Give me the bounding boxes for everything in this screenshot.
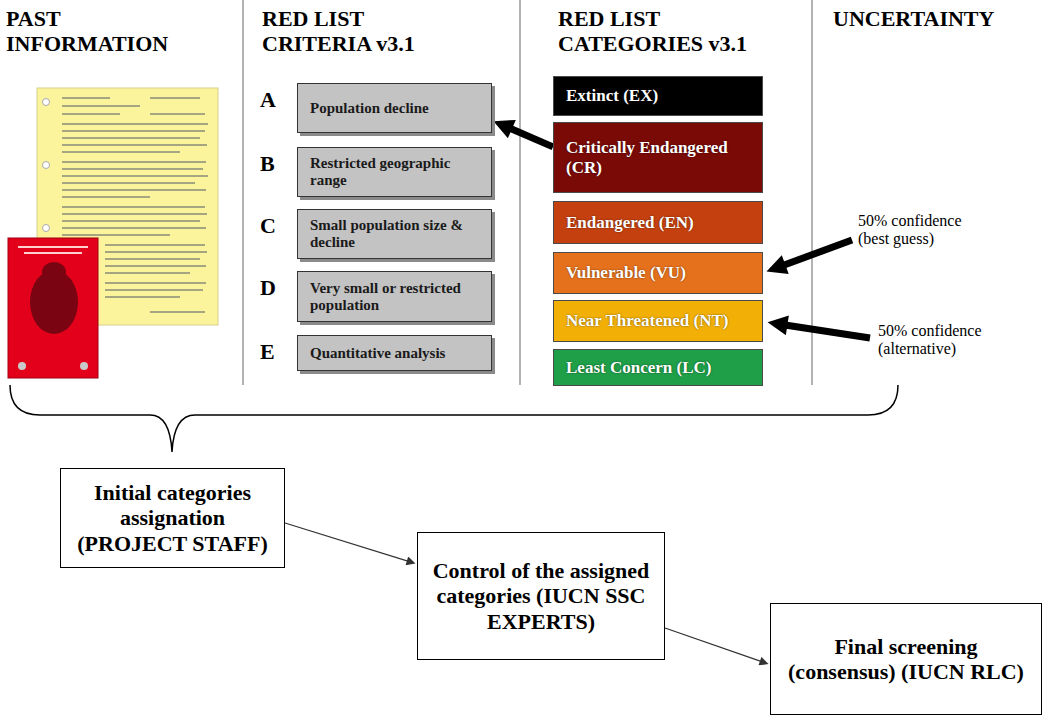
process-box: Control of the assigned categories (IUCN… [417, 532, 665, 660]
criterion-letter: E [260, 340, 275, 365]
node-text: Restricted geographic range [310, 155, 481, 189]
node-text: Population decline [310, 100, 481, 117]
node-text: Extinct (EX) [566, 86, 750, 106]
connector-arrow [665, 628, 762, 662]
category-box: Least Concern (LC) [553, 349, 763, 386]
node-text: Control of the assigned categories (IUCN… [428, 558, 654, 634]
column-separator [243, 0, 244, 385]
criterion-box: CSmall population size & decline [297, 209, 492, 259]
punch-hole [43, 162, 50, 169]
uncertainty-note: 50% confidence (best guess) [858, 212, 988, 249]
criterion-box: DVery small or restricted population [297, 271, 492, 322]
connector-arrow [508, 127, 553, 146]
node-text: Initial categories assignation (PROJECT … [71, 480, 274, 556]
node-text: Near Threatened (NT) [566, 311, 750, 331]
column-heading: RED LIST CATEGORIES v3.1 [558, 6, 773, 57]
criterion-letter: D [260, 276, 276, 301]
column-heading: PAST INFORMATION [6, 6, 206, 57]
process-box: Initial categories assignation (PROJECT … [60, 468, 285, 568]
book-cover-figure [42, 262, 66, 282]
book-cover-dot [18, 362, 26, 370]
column-heading: RED LIST CRITERIA v3.1 [262, 6, 447, 57]
criterion-letter: B [260, 152, 275, 177]
node-text: Quantitative analysis [310, 345, 481, 362]
punch-hole [43, 225, 50, 232]
book-cover-dot [80, 362, 88, 370]
leader-arrow [783, 325, 870, 338]
node-text: Least Concern (LC) [566, 358, 750, 378]
node-text: Final screening (consensus) (IUCN RLC) [781, 634, 1031, 685]
criterion-letter: A [260, 88, 276, 113]
criterion-letter: C [260, 214, 276, 239]
node-text: Vulnerable (VU) [566, 263, 750, 283]
leader-arrow [782, 240, 853, 266]
curly-brace [10, 385, 898, 452]
category-box: Extinct (EX) [553, 76, 763, 116]
punch-hole [43, 99, 50, 106]
red-data-book [8, 238, 98, 378]
category-box: Critically Endangered (CR) [553, 122, 763, 193]
process-box: Final screening (consensus) (IUCN RLC) [770, 603, 1042, 715]
node-text: Endangered (EN) [566, 213, 750, 233]
criterion-box: BRestricted geographic range [297, 147, 492, 197]
book-title-lines [18, 247, 88, 253]
criterion-box: EQuantitative analysis [297, 335, 492, 371]
category-box: Vulnerable (VU) [553, 252, 763, 294]
category-box: Near Threatened (NT) [553, 300, 763, 342]
uncertainty-note: 50% confidence (alternative) [878, 322, 1013, 359]
category-box: Endangered (EN) [553, 201, 763, 244]
column-heading: UNCERTAINTY [833, 6, 1038, 31]
connector-arrow [285, 523, 409, 561]
column-separator [520, 0, 521, 385]
node-text: Very small or restricted population [310, 280, 481, 314]
criterion-box: APopulation decline [297, 83, 492, 133]
node-text: Critically Endangered (CR) [566, 138, 750, 177]
node-text: Small population size & decline [310, 217, 481, 251]
